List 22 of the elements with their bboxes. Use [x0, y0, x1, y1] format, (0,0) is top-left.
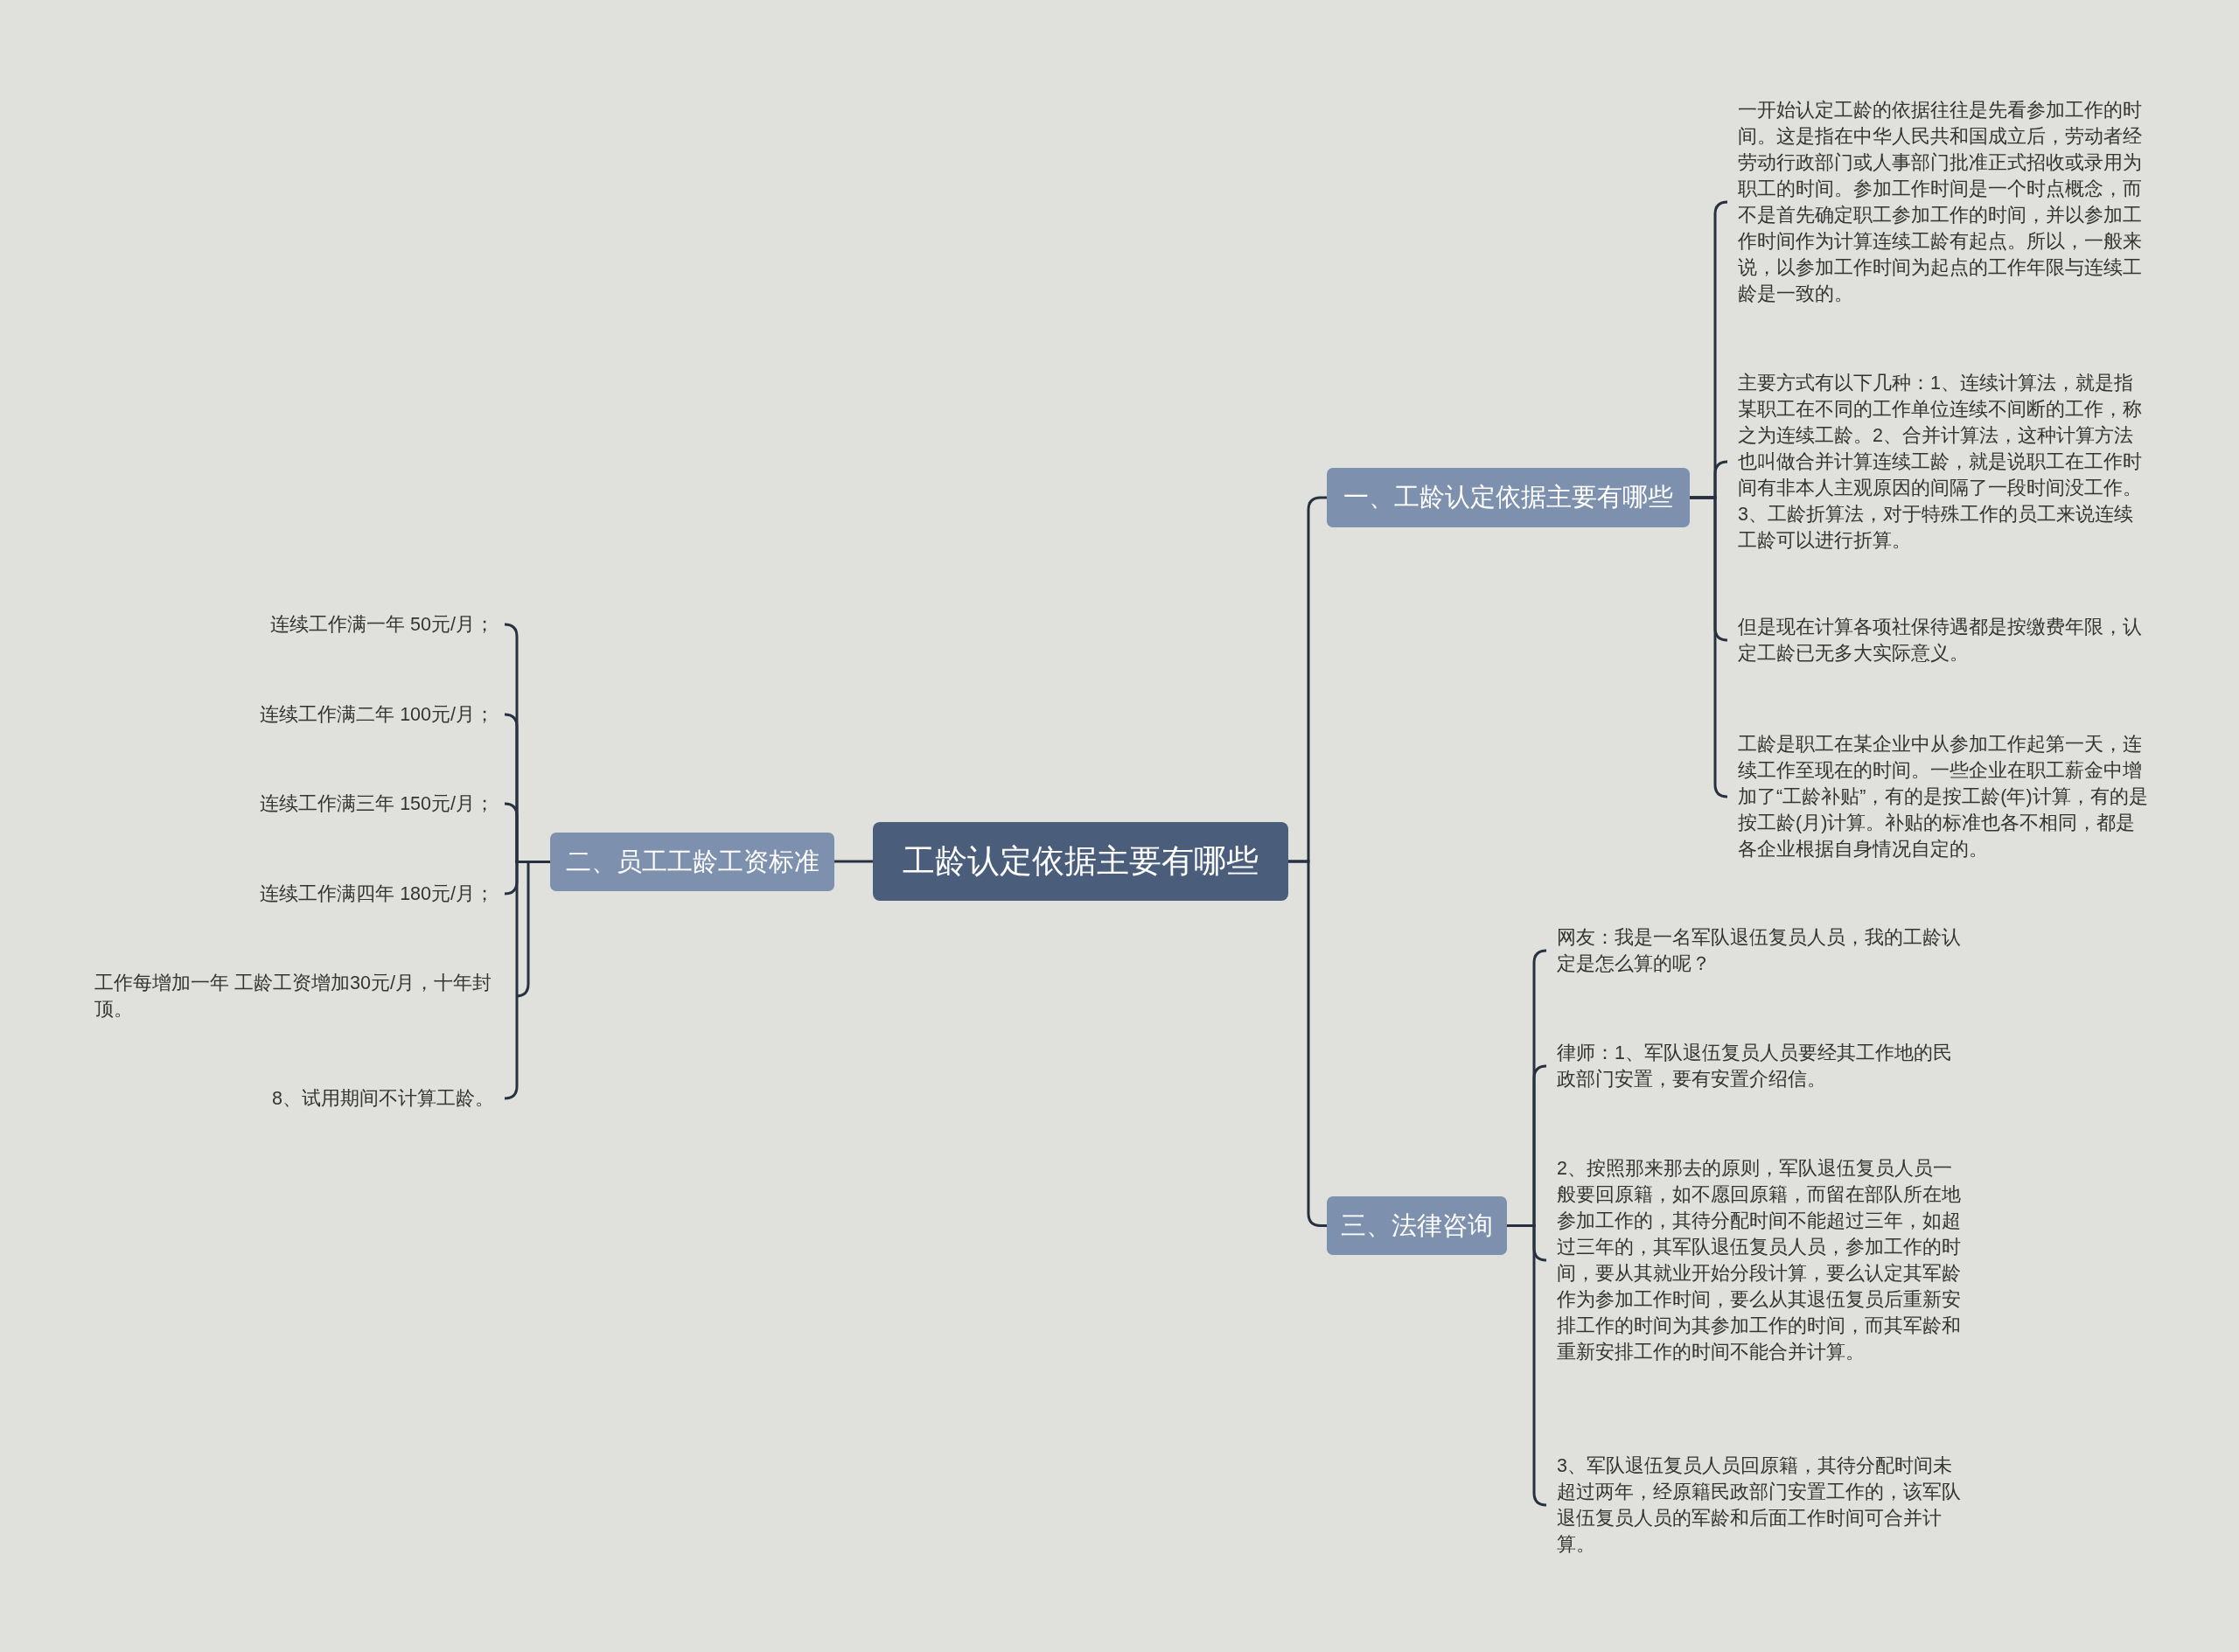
- central-topic-box: 工龄认定依据主要有哪些: [873, 822, 1288, 901]
- branch-topic-box: 三、法律咨询: [1327, 1196, 1507, 1255]
- leaf-text: 3、军队退伍复员人员回原籍，其待分配时间未超过两年，经原籍民政部门安置工作的，该军队退伍复员人员的军龄和后面工作时间可合并计算。: [1557, 1453, 1968, 1558]
- leaf-text: 2、按照那来那去的原则，军队退伍复员人员一般要回原籍，如不愿回原籍，而留在部队所在地参加工作的，其待分配时间不能超过三年，如超过三年的，其军队退伍复员人员，参加工作的时间，要从其就业开始分段计算，要么认定其军龄作为参加工作时间，要么从其退伍复员后重新安排工作的时间为其参加工作的时间，而其军龄和重新安排工作的时间不能合并计算。: [1557, 1155, 1968, 1365]
- branch-topic-box: 一、工龄认定依据主要有哪些: [1327, 468, 1690, 527]
- connector-line: [834, 860, 873, 863]
- connector-line: [1690, 496, 1729, 798]
- leaf-text: 律师：1、军队退伍复员人员要经其工作地的民政部门安置，要有安置介绍信。: [1557, 1040, 1968, 1092]
- connector-line: [1507, 1224, 1548, 1507]
- leaf-text: 主要方式有以下几种：1、连续计算法，就是指某职工在不同的工作单位连续不间断的工作，称之为连续工龄。2、合并计算法，这种计算方法也叫做合并计算连续工龄，就是说职工在工作时间有非本人主观原因的间隔了一段时间没工作。3、工龄折算法，对于特殊工作的员工来说连续工龄可以进行折算。: [1738, 370, 2149, 554]
- leaf-text: 一开始认定工龄的依据往往是先看参加工作的时间。这是指在中华人民共和国成立后，劳动者经劳动行政部门或人事部门批准正式招收或录用为职工的时间。参加工作时间是一个时点概念，而不是首先确定职工参加工作的时间，并以参加工作时间作为计算连续工龄有起点。所以，一般来说，以参加工作时间为起点的工作年限与连续工龄是一致的。: [1738, 97, 2149, 307]
- leaf-text: 但是现在计算各项社保待遇都是按缴费年限，认定工龄已无多大实际意义。: [1738, 614, 2149, 666]
- leaf-text: 连续工作满四年 180元/月；: [210, 881, 494, 907]
- leaf-text: 网友：我是一名军队退伍复员人员，我的工龄认定是怎么算的呢？: [1557, 924, 1968, 977]
- leaf-text: 工龄是职工在某企业中从参加工作起第一天，连续工作至现在的时间。一些企业在职工薪金中增加了“工龄补贴”，有的是按工龄(年)计算，有的是按工龄(月)计算。补贴的标准也各不相同，都是各企业根据自身情况自定的。: [1738, 731, 2149, 862]
- leaf-text: 连续工作满一年 50元/月；: [210, 611, 494, 638]
- leaf-text: 连续工作满二年 100元/月；: [210, 701, 494, 728]
- connector-line: [503, 861, 550, 1100]
- leaf-text: 工作每增加一年 工龄工资增加30元/月，十年封顶。: [94, 970, 506, 1022]
- leaf-text: 8、试用期间不计算工龄。: [210, 1085, 494, 1112]
- branch-topic-box: 二、员工工龄工资标准: [550, 833, 834, 891]
- leaf-text: 连续工作满三年 150元/月；: [210, 791, 494, 817]
